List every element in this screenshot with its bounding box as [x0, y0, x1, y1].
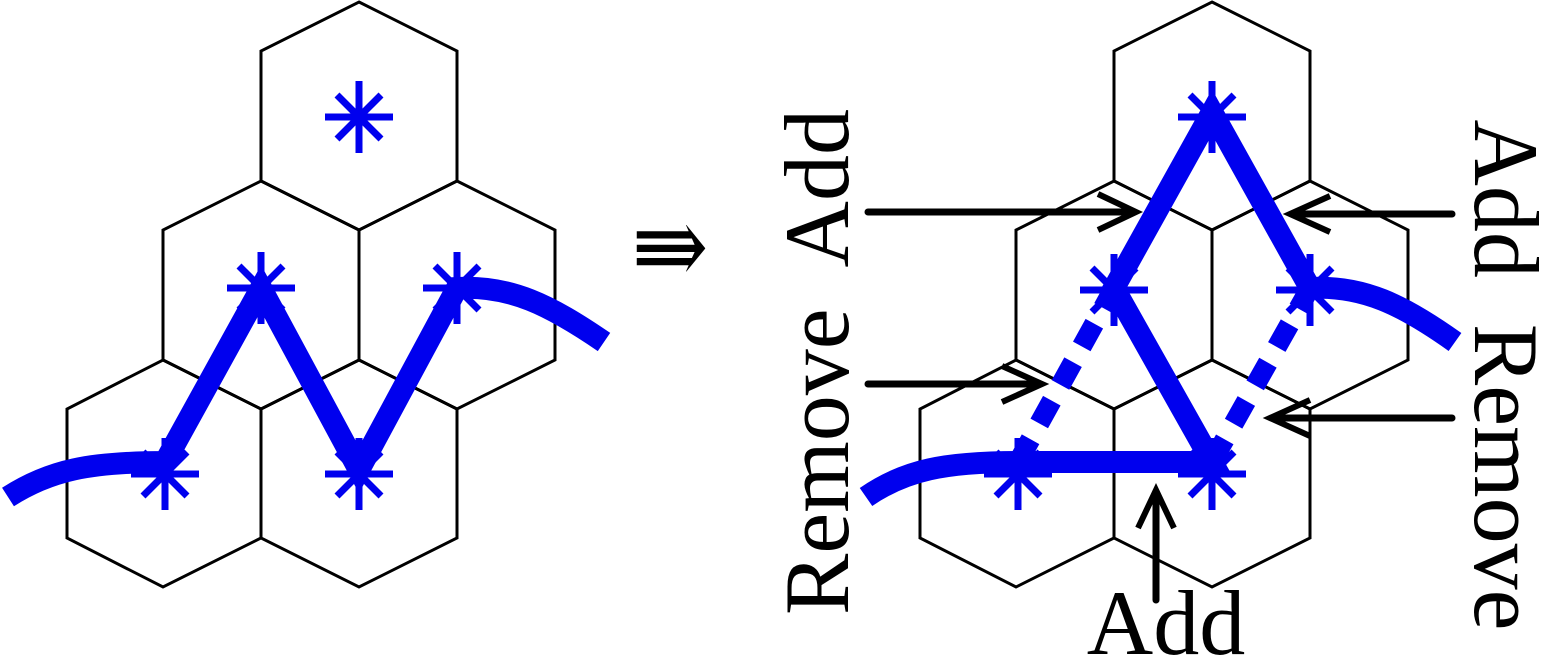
left-hex-lattice: [65, 0, 557, 589]
implies-symbol: ⇛: [631, 196, 708, 298]
arrow-add-top-left: [864, 191, 1144, 233]
left-panel: [2, 0, 611, 589]
hex-cell: [259, 358, 459, 589]
star-vertex-marker: [325, 438, 393, 510]
right-hex-lattice: [918, 0, 1410, 589]
star-vertex-marker: [1276, 254, 1344, 326]
right-panel: Remove Add Add Remove Add: [766, 0, 1557, 662]
star-vertex-marker: [131, 438, 199, 510]
hex-cell: [1112, 358, 1312, 589]
right-triangle-path: [859, 89, 1462, 507]
removed-edge-right: [1203, 283, 1319, 467]
star-vertex-marker: [1080, 254, 1148, 326]
star-vertex-marker: [325, 81, 393, 153]
left-zigzag-path: [2, 265, 611, 507]
arrow-add-bottom: [1135, 482, 1177, 604]
star-vertex-marker: [227, 252, 295, 324]
star-vertex-marker: [984, 438, 1052, 510]
arrow-remove-left: [864, 363, 1050, 405]
label-add-remove-vertical: Add Remove: [1455, 119, 1557, 630]
removed-edge-left: [1009, 283, 1123, 467]
label-add-bottom: Add: [1087, 572, 1245, 662]
label-remove-add-vertical: Remove Add: [766, 109, 868, 615]
arrow-add-top-right: [1282, 193, 1456, 235]
star-vertex-marker: [1178, 81, 1246, 153]
arrow-remove-right: [1262, 397, 1456, 439]
star-vertex-marker: [1178, 438, 1246, 510]
star-vertex-marker: [423, 252, 491, 324]
